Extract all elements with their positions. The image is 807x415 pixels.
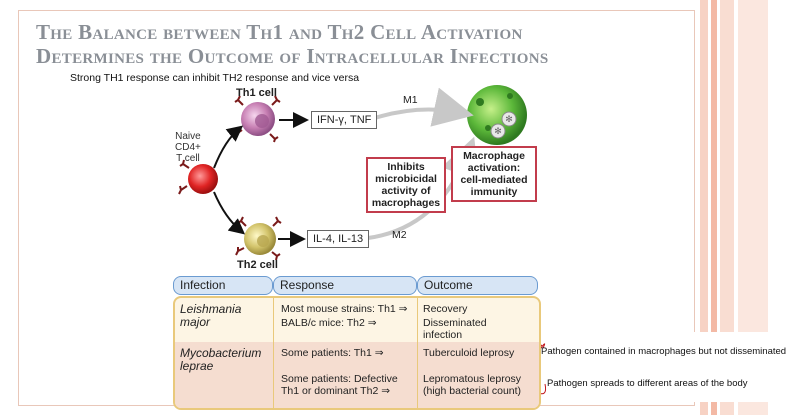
header-infection: Infection bbox=[173, 276, 273, 295]
th1-cell-label: Th1 cell bbox=[236, 87, 277, 99]
decorative-stripe bbox=[711, 0, 717, 415]
response-text: Some patients: Defective bbox=[281, 373, 398, 385]
ifn-tnf-box: IFN-γ, TNF bbox=[311, 111, 378, 129]
outcome-cell: Recovery Disseminated infection bbox=[423, 303, 487, 341]
naive-t-cell-label: Naive CD4+ T cell bbox=[175, 131, 201, 164]
outcome-text: infection bbox=[423, 329, 463, 341]
th2-cell-icon bbox=[235, 216, 282, 261]
macrophage-icon: ✻ ✻ bbox=[467, 85, 527, 145]
naive-line-3: T cell bbox=[176, 153, 200, 164]
outcome-text: Tuberculoid leprosy bbox=[423, 347, 515, 359]
naive-line-1: Naive bbox=[175, 131, 201, 142]
title-line-2: Determines the Outcome of Intracellular … bbox=[36, 44, 549, 68]
svg-text:✻: ✻ bbox=[505, 114, 513, 124]
outcome-table: Leishmania major Most mouse strains: Th1… bbox=[173, 296, 541, 410]
infection-mycobacterium-2: leprae bbox=[180, 359, 214, 373]
m1-label: M1 bbox=[403, 94, 418, 106]
table-row: Mycobacterium leprae bbox=[180, 347, 261, 373]
decorative-stripe bbox=[700, 0, 708, 415]
svg-text:✻: ✻ bbox=[494, 126, 502, 136]
naive-line-2: CD4+ bbox=[175, 142, 201, 153]
response-text: Some patients: Th1 ⇒ bbox=[281, 347, 384, 359]
macrophage-line-4: immunity bbox=[470, 186, 518, 198]
th2-cell-label: Th2 cell bbox=[237, 259, 278, 271]
m1-arrow bbox=[374, 87, 474, 127]
white-patch bbox=[660, 332, 800, 402]
header-response: Response bbox=[273, 276, 417, 295]
note-spreads: Pathogen spreads to different areas of t… bbox=[547, 378, 748, 389]
macrophage-activation-box: Macrophage activation: cell-mediated imm… bbox=[451, 146, 537, 202]
naive-to-th1-arrow bbox=[213, 125, 244, 169]
naive-to-th2-arrow bbox=[213, 191, 246, 235]
column-divider bbox=[273, 298, 274, 408]
macrophage-line-1: Macrophage bbox=[463, 150, 525, 162]
outcome-cell: Tuberculoid leprosy Lepromatous leprosy … bbox=[423, 347, 521, 397]
slide-title: The Balance between Th1 and Th2 Cell Act… bbox=[36, 20, 676, 68]
outcome-text: Disseminated bbox=[423, 317, 487, 329]
response-cell: Most mouse strains: Th1 ⇒ BALB/c mice: T… bbox=[281, 303, 407, 329]
macrophage-line-3: cell-mediated bbox=[460, 174, 528, 186]
table-row-shade bbox=[175, 342, 539, 408]
il4-il13-box: IL-4, IL-13 bbox=[307, 230, 370, 248]
macrophage-line-2: activation: bbox=[467, 162, 521, 174]
decorative-stripe bbox=[720, 0, 734, 415]
outcome-text: Recovery bbox=[423, 303, 468, 315]
outcome-text: Lepromatous leprosy bbox=[423, 373, 522, 385]
th1-cell-icon bbox=[233, 95, 281, 143]
response-text: BALB/c mice: Th2 ⇒ bbox=[281, 317, 377, 329]
column-divider bbox=[417, 298, 418, 408]
header-outcome: Outcome bbox=[417, 276, 538, 295]
inhibits-line-3: activity of bbox=[381, 185, 431, 197]
title-line-1: The Balance between Th1 and Th2 Cell Act… bbox=[36, 20, 523, 44]
slide-subtitle: Strong TH1 response can inhibit TH2 resp… bbox=[70, 72, 360, 84]
table-row: Leishmania major bbox=[180, 303, 241, 329]
response-text: Th1 or dominant Th2 ⇒ bbox=[281, 385, 390, 397]
response-text: Most mouse strains: Th1 ⇒ bbox=[281, 303, 408, 315]
naive-t-cell-icon bbox=[178, 159, 218, 195]
infection-mycobacterium: Mycobacterium bbox=[180, 346, 262, 360]
m2-label: M2 bbox=[392, 229, 407, 241]
inhibits-line-2: microbicidal bbox=[375, 173, 437, 185]
inhibits-line-4: macrophages bbox=[371, 197, 441, 209]
infection-leishmania-2: major bbox=[180, 315, 211, 329]
infection-leishmania: Leishmania bbox=[180, 302, 242, 316]
inhibits-box: Inhibits microbicidal activity of macrop… bbox=[366, 157, 446, 213]
response-cell: Some patients: Th1 ⇒ Some patients: Defe… bbox=[281, 347, 398, 397]
note-contained: Pathogen contained in macrophages but no… bbox=[541, 346, 787, 357]
outcome-text: (high bacterial count) bbox=[423, 385, 522, 397]
inhibits-line-1: Inhibits bbox=[387, 161, 425, 173]
